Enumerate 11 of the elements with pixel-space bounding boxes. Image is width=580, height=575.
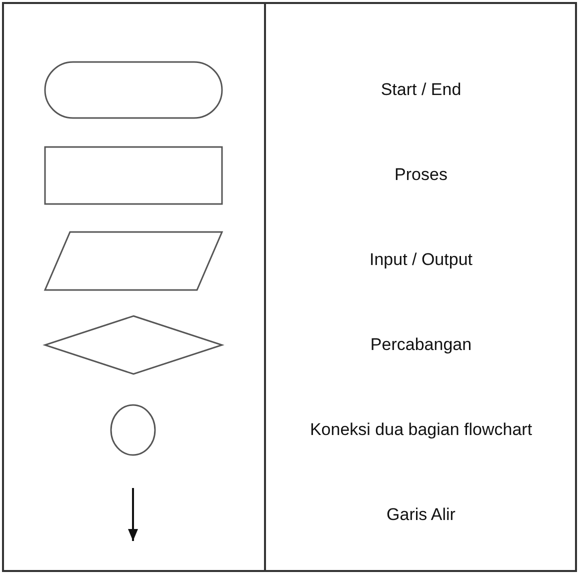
- symbol-description: Percabangan: [369, 335, 473, 355]
- symbol-description: Proses: [394, 165, 448, 185]
- symbol-description: Garis Alir: [386, 505, 456, 525]
- decision-diamond: [42, 315, 224, 375]
- symbol-description: Input / Output: [368, 250, 474, 270]
- terminator-symbol: [44, 61, 223, 119]
- symbol-description: Start / End: [380, 80, 462, 100]
- parallelogram-symbol: [44, 231, 224, 291]
- process-symbol: [44, 146, 223, 205]
- symbol-description: Koneksi dua bagian flowchart: [308, 420, 534, 440]
- connector-circle: [110, 404, 156, 456]
